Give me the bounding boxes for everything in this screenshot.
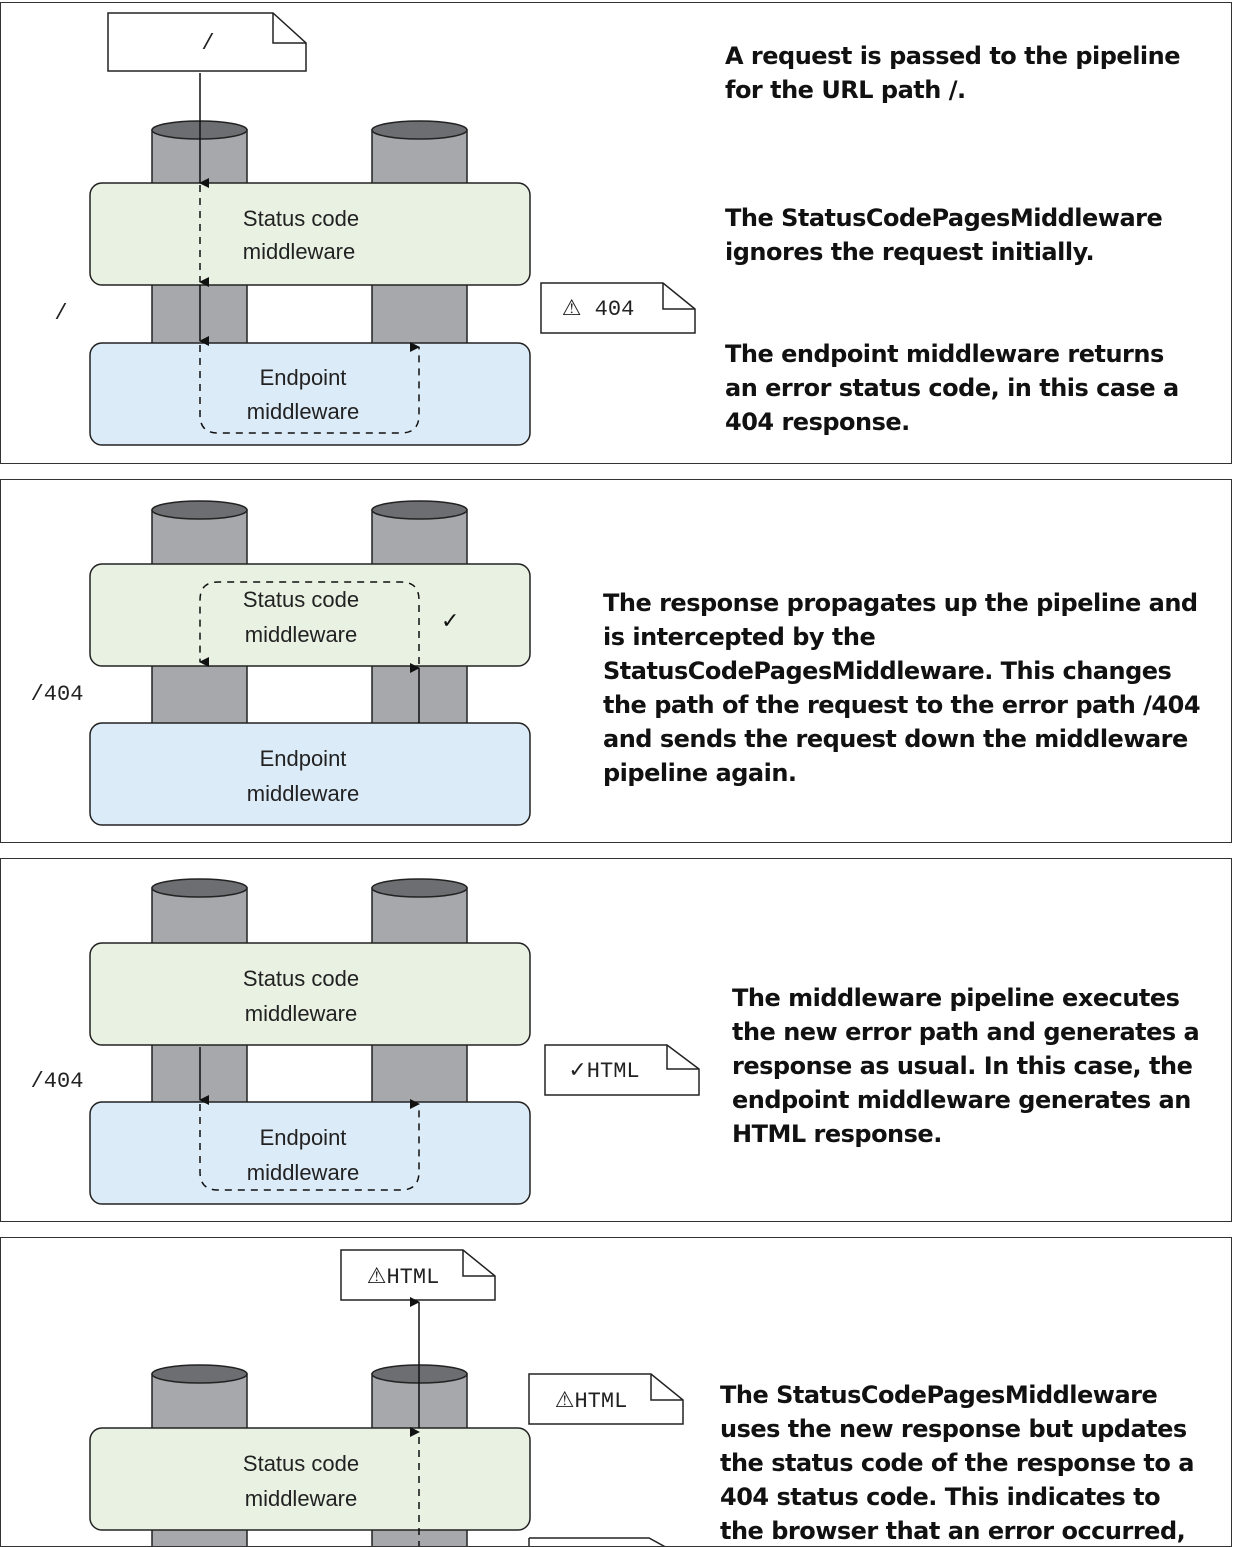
description-text: The middleware pipeline executes the new… [732, 984, 1200, 1148]
pipeline-diagram-2: Status code middleware Endpoint middlewa… [31, 500, 531, 826]
html-response-document-label: ⚠HTML [367, 1265, 440, 1290]
error-path-flow-arrow [199, 1047, 420, 1191]
status-code-middleware-label: middleware [243, 239, 356, 264]
status-code-middleware-label: Status code [243, 206, 359, 231]
request-path-label: / [54, 301, 67, 326]
description-new-error-path: The middleware pipeline executes the new… [732, 981, 1202, 1151]
description-text: The endpoint middleware returns an error… [725, 340, 1179, 436]
description-text: The StatusCodePagesMiddleware ignores th… [725, 204, 1163, 266]
status-code-middleware-label: middleware [245, 622, 358, 647]
description-returns-404: The endpoint middleware returns an error… [725, 337, 1195, 439]
panel-status-updated: ⚠HTML Status code middleware ⚠HTML [0, 1237, 1232, 1547]
description-request-passed: A request is passed to the pipeline for … [725, 39, 1195, 107]
status-code-middleware-label: middleware [245, 1486, 358, 1511]
description-text: The response propagates up the pipeline … [603, 589, 1201, 787]
description-status-updated: The StatusCodePagesMiddleware uses the n… [720, 1378, 1210, 1546]
status-code-middleware-label: Status code [243, 1451, 359, 1476]
html-response-document-top: ⚠HTML [340, 1249, 496, 1301]
endpoint-middleware-label: Endpoint [260, 1125, 347, 1150]
endpoint-middleware-label: middleware [247, 1160, 360, 1185]
status-code-middleware-box: Status code middleware [89, 942, 531, 1046]
panel-response-intercepted: Status code middleware Endpoint middlewa… [0, 479, 1232, 843]
error-path-label: /404 [31, 1069, 84, 1094]
html-response-document-label: ⚠HTML [555, 1389, 628, 1414]
request-document-label: / [201, 31, 214, 56]
status-code-middleware-label: Status code [243, 587, 359, 612]
endpoint-middleware-label: Endpoint [260, 365, 347, 390]
endpoint-middleware-label: Endpoint [260, 746, 347, 771]
error-404-document-label: ⚠ 404 [562, 297, 635, 322]
pipeline-diagram-1: / Status code middleware Endpoint middle… [54, 12, 696, 446]
request-document: / [107, 12, 307, 72]
description-text: A request is passed to the pipeline for … [725, 42, 1181, 104]
status-code-middleware-box: Status code middleware [89, 1427, 531, 1531]
html-response-document-label: ✓HTML [568, 1059, 639, 1084]
endpoint-middleware-label: middleware [247, 781, 360, 806]
endpoint-middleware-box: Endpoint middleware [89, 722, 531, 826]
description-text: The StatusCodePagesMiddleware uses the n… [720, 1381, 1194, 1545]
endpoint-middleware-box: Endpoint middleware [89, 1101, 531, 1205]
error-404-document: ⚠ 404 [540, 282, 696, 334]
pipeline-diagram-3: Status code middleware Endpoint middlewa… [31, 878, 700, 1205]
error-path-label: /404 [31, 682, 84, 707]
panel-request-passed: / Status code middleware Endpoint middle… [0, 2, 1232, 464]
html-response-document-side: ⚠HTML [528, 1373, 684, 1425]
request-flow-arrow [199, 73, 420, 434]
check-mark-icon: ✓ [441, 609, 459, 634]
endpoint-middleware-box: Endpoint middleware [89, 342, 531, 446]
partial-document [528, 1537, 666, 1546]
html-response-document: ✓HTML [544, 1044, 700, 1096]
description-response-intercepted: The response propagates up the pipeline … [603, 586, 1219, 790]
status-code-middleware-box: Status code middleware [89, 563, 531, 667]
description-ignores-request: The StatusCodePagesMiddleware ignores th… [725, 201, 1195, 269]
intercept-flow-arrow [199, 581, 420, 723]
status-code-middleware-label: Status code [243, 966, 359, 991]
status-code-middleware-box: Status code middleware [89, 182, 531, 286]
status-code-middleware-label: middleware [245, 1001, 358, 1026]
endpoint-middleware-label: middleware [247, 399, 360, 424]
panel-new-error-path: Status code middleware Endpoint middlewa… [0, 858, 1232, 1222]
pipeline-diagram-4: ⚠HTML Status code middleware ⚠HTML [89, 1249, 684, 1546]
